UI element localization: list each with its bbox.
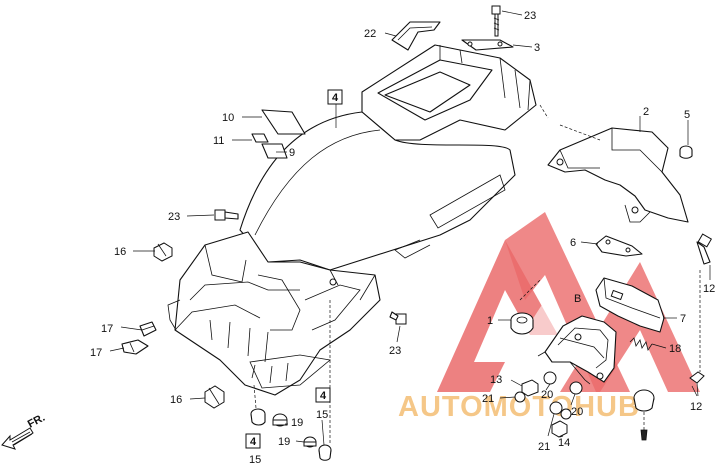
grommet-1 <box>510 312 534 335</box>
callout-3: 3 <box>534 42 540 54</box>
callout-21-left: 21 <box>482 393 494 405</box>
callout-13: 13 <box>490 374 502 386</box>
spring-18 <box>629 337 653 351</box>
callout-23-mid: 23 <box>389 345 401 357</box>
callout-9: 9 <box>289 147 295 159</box>
callout-6: 6 <box>570 237 576 249</box>
front-direction-label: FR. <box>26 412 47 431</box>
callout-14: 14 <box>558 437 570 449</box>
callout-19-lower: 19 <box>278 436 290 448</box>
callout-box-4-bottom <box>245 433 261 449</box>
plate-6 <box>595 235 643 257</box>
front-direction-indicator: FR. <box>1 412 47 450</box>
collar-19-upper <box>272 413 288 427</box>
sticker-9 <box>261 143 288 159</box>
callout-10: 10 <box>222 112 234 124</box>
screw-17-upper <box>139 321 157 337</box>
grommet-5 <box>679 145 693 159</box>
callout-7: 7 <box>680 313 686 325</box>
callout-20-left: 20 <box>541 389 553 401</box>
callout-11: 11 <box>213 135 224 147</box>
nut-14 <box>551 420 568 438</box>
screw-12-lower <box>633 389 655 441</box>
bracket-plate-3 <box>461 39 514 51</box>
callout-b: B <box>574 293 581 305</box>
callout-4-top: 4 <box>332 92 339 104</box>
watermark-triangle-left <box>437 240 558 392</box>
callout-box-4-top <box>327 89 343 105</box>
bolt-23-left <box>214 209 239 221</box>
callout-5: 5 <box>684 109 690 121</box>
leader-lines <box>109 10 711 446</box>
callout-22: 22 <box>364 28 376 40</box>
washers-20-21 <box>514 371 583 420</box>
callout-1: 1 <box>487 315 493 327</box>
callout-23-left: 23 <box>168 211 180 223</box>
callout-4-bottom: 4 <box>250 436 257 448</box>
top-bracket-22 <box>391 21 441 51</box>
bolt-12-lower-shaft <box>689 371 705 397</box>
callout-15-right: 15 <box>316 409 328 421</box>
clip-16-lower <box>204 385 225 409</box>
bracket-2 <box>547 127 689 223</box>
clip-16-upper <box>153 242 173 262</box>
callout-17-lower: 17 <box>90 347 102 359</box>
collar-19-lower <box>303 436 317 448</box>
grommet-15-right <box>318 444 332 461</box>
callout-20-right: 20 <box>571 406 583 418</box>
callout-2: 2 <box>643 106 649 118</box>
callout-17-upper: 17 <box>101 323 113 335</box>
bracket-7 <box>595 277 665 333</box>
callout-12-lower: 12 <box>690 401 702 413</box>
sticker-11 <box>251 133 269 143</box>
sticker-10 <box>261 109 306 135</box>
bolt-23-mid <box>389 311 407 325</box>
bracket-b <box>537 315 617 385</box>
screw-17-lower <box>121 339 149 355</box>
callout-19-upper: 19 <box>291 417 303 429</box>
bolt-12-upper <box>696 233 713 265</box>
bolt-23-top <box>491 5 501 37</box>
callout-12-upper: 12 <box>703 283 715 295</box>
callout-box-4-mid <box>315 387 331 403</box>
callout-18: 18 <box>669 343 681 355</box>
callout-16-upper: 16 <box>114 246 126 258</box>
callout-15-left: 15 <box>249 454 261 466</box>
callout-21-bottom: 21 <box>538 441 550 453</box>
callout-labels: 22 23 3 4 2 5 10 11 9 23 16 6 12 B 1 7 1… <box>90 10 715 466</box>
callout-23-top: 23 <box>524 10 536 22</box>
callout-16-lower: 16 <box>170 394 182 406</box>
callout-4-mid: 4 <box>320 390 327 402</box>
grommet-15-left <box>250 408 266 426</box>
